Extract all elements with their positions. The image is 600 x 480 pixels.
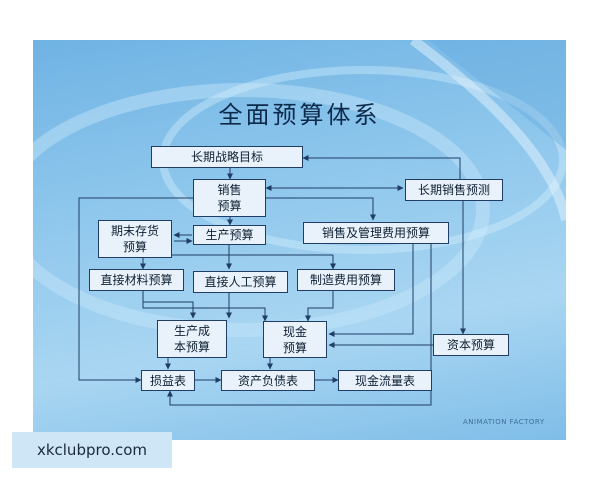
connector-lines [78, 155, 466, 406]
node-production-cost-budget: 生产成 本预算 [157, 320, 227, 358]
node-balance-sheet: 资产负债表 [221, 370, 315, 391]
slide: 全面预算体系 [33, 40, 566, 440]
node-ending-inventory-budget: 期末存货 预算 [98, 220, 172, 258]
node-overhead-budget: 制造费用预算 [297, 269, 395, 291]
node-production-budget: 生产预算 [193, 225, 266, 245]
node-sales-budget: 销售 预算 [193, 179, 266, 217]
node-long-term-goal: 长期战略目标 [151, 146, 303, 168]
slide-title: 全面预算体系 [218, 101, 381, 129]
site-watermark-label: xkclubpro.com [12, 432, 172, 468]
budget-flow-connectors [78, 155, 466, 406]
node-income-statement: 损益表 [141, 370, 195, 391]
node-cash-flow-statement: 现金流量表 [338, 370, 432, 391]
watermark-logo: ANIMATION FACTORY [463, 418, 545, 426]
node-selling-admin-budget: 销售及管理费用预算 [303, 222, 449, 244]
node-capital-budget: 资本预算 [433, 334, 509, 356]
node-direct-labor-budget: 直接人工预算 [193, 271, 288, 293]
node-long-term-sales-forecast: 长期销售预测 [405, 179, 503, 201]
node-cash-budget: 现金 预算 [263, 321, 327, 358]
node-direct-material-budget: 直接材料预算 [89, 269, 184, 291]
